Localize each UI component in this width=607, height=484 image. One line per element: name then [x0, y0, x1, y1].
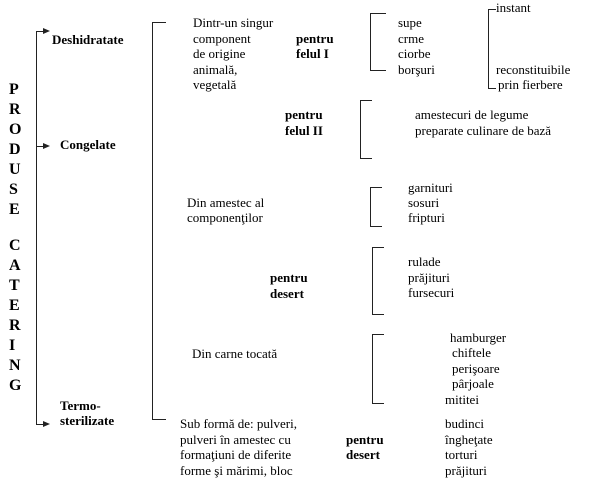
desert1-label: pentru: [270, 270, 308, 285]
title-letter: R: [9, 317, 21, 334]
title-letter: T: [9, 277, 20, 294]
powder-label: Sub formă de: pulveri,: [180, 416, 297, 431]
title-letter: S: [9, 181, 18, 198]
powder-label: formaţiuni de diferite: [180, 447, 292, 462]
list-item: chiftele: [452, 345, 491, 360]
list-item: crme: [398, 31, 424, 46]
title-letter: R: [9, 101, 21, 118]
list-item: rulade: [408, 254, 441, 269]
powder-label: forme şi mărimi, bloc: [180, 463, 293, 478]
soup-type-reconstituted: reconstituibile: [496, 62, 571, 77]
soup-type-bracket: [488, 9, 489, 88]
text-line: de origine: [193, 46, 246, 61]
bracket-tick: [488, 88, 496, 89]
list-item: budinci: [445, 416, 484, 431]
title-letter: E: [9, 297, 20, 314]
list-item: fripturi: [408, 210, 445, 225]
bracket-tick: [488, 9, 496, 10]
mix-label: componenţilor: [187, 210, 263, 225]
list-item: garnituri: [408, 180, 453, 195]
title-letter: U: [9, 161, 21, 178]
arrow-right-icon: [43, 28, 50, 34]
main-connector-line: [36, 31, 37, 425]
title-letter: N: [9, 357, 21, 374]
powder-label: pulveri în amestec cu: [180, 432, 291, 447]
soup-type-instant: instant: [496, 0, 531, 15]
category-sterilized-line1: Termo-: [60, 398, 101, 413]
felul2-bracket: [360, 100, 361, 158]
bracket-tick: [370, 187, 382, 188]
list-item: perişoare: [452, 361, 500, 376]
list-item: amestecuri de legume: [415, 107, 529, 122]
desert1-bracket: [372, 247, 373, 314]
connector-tick: [36, 424, 44, 425]
list-item: prăjituri: [445, 463, 487, 478]
text-line: component: [193, 31, 251, 46]
bracket-tick: [372, 314, 384, 315]
text-line: animală,: [193, 62, 238, 77]
minced-bracket: [372, 334, 373, 403]
title-letter: G: [9, 377, 22, 394]
list-item: supe: [398, 15, 422, 30]
bracket-tick: [370, 226, 382, 227]
connector-tick: [36, 146, 44, 147]
minced-label: Din carne tocată: [192, 346, 278, 361]
bracket-tick: [372, 334, 384, 335]
title-letter: P: [9, 81, 19, 98]
mix-label: Din amestec al: [187, 195, 265, 210]
soup-type-reconstituted: prin fierbere: [498, 77, 563, 92]
main-bracket: [152, 22, 153, 419]
list-item: îngheţate: [445, 432, 493, 447]
list-item: fursecuri: [408, 285, 455, 300]
category-sterilized-line2: sterilizate: [60, 413, 115, 428]
felul2-label: pentru: [285, 107, 323, 122]
title-letter: E: [9, 201, 20, 218]
bracket-tick: [360, 100, 372, 101]
arrow-right-icon: [43, 421, 50, 427]
category-frozen: Congelate: [60, 137, 116, 152]
list-item: pârjoale: [452, 376, 494, 391]
felul1-label: pentru: [296, 31, 334, 46]
desert1-label: desert: [270, 286, 304, 301]
bracket-tick: [152, 22, 166, 23]
bracket-tick: [372, 247, 384, 248]
list-item: mititei: [445, 392, 479, 407]
felul1-label: felul I: [296, 46, 329, 61]
list-item: torturi: [445, 447, 478, 462]
title-letter: C: [9, 237, 21, 254]
mix-bracket: [370, 187, 371, 226]
connector-tick: [36, 31, 44, 32]
category-dehydrated: Deshidratate: [52, 32, 124, 47]
bracket-tick: [372, 403, 384, 404]
list-item: ciorbe: [398, 46, 431, 61]
bracket-tick: [370, 70, 386, 71]
arrow-right-icon: [43, 143, 50, 149]
text-line: Dintr-un singur: [193, 15, 274, 30]
title-letter: A: [9, 257, 21, 274]
desert2-label: desert: [346, 447, 380, 462]
felul2-label: felul II: [285, 123, 323, 138]
felul1-bracket: [370, 13, 371, 71]
text-line: vegetală: [193, 77, 237, 92]
title-letter: D: [9, 141, 21, 158]
list-item: preparate culinare de bază: [415, 123, 552, 138]
list-item: borşuri: [398, 62, 435, 77]
title-letter: O: [9, 121, 22, 138]
bracket-tick: [370, 13, 386, 14]
title-letter: I: [9, 337, 16, 354]
list-item: prăjituri: [408, 270, 450, 285]
desert2-label: pentru: [346, 432, 384, 447]
bracket-tick: [152, 419, 166, 420]
bracket-tick: [360, 158, 372, 159]
list-item: hamburger: [450, 330, 507, 345]
list-item: sosuri: [408, 195, 440, 210]
